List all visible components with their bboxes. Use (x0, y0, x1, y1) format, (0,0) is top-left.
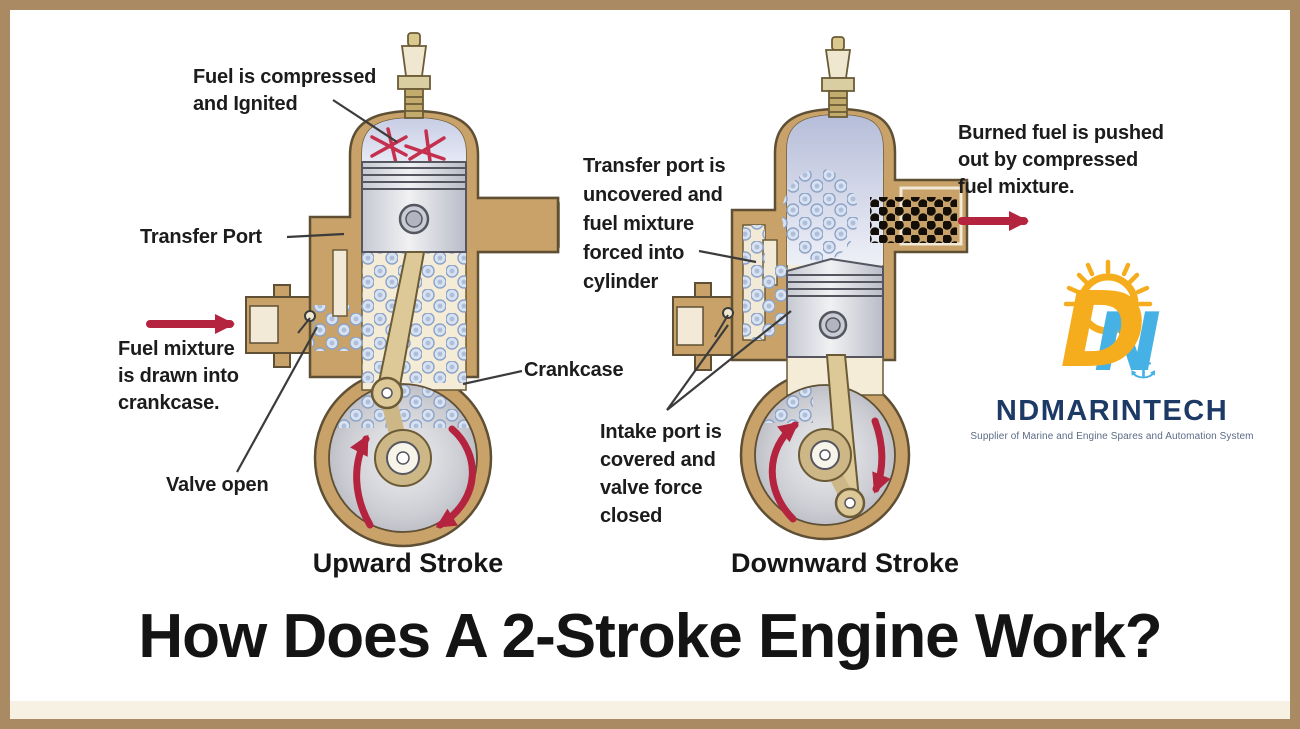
caption-downward-stroke: Downward Stroke (730, 548, 960, 578)
label-fuel-mixture: Fuel mixture is drawn into crankcase. (118, 338, 239, 414)
piston (786, 257, 884, 358)
bottom-strip (10, 701, 1290, 719)
ship-wheel-icon (1063, 259, 1153, 349)
label-transfer-port: Transfer Port (140, 226, 262, 248)
anchor-icon: ⚓ (1128, 347, 1158, 387)
rotation-arrows (350, 425, 476, 529)
logo-letter-n: N (1094, 296, 1161, 388)
exhaust-gas-stream (870, 186, 963, 246)
logo-letter-d: D (1060, 269, 1146, 388)
crankshaft-hub (374, 429, 432, 487)
transfer-port-slot (332, 249, 348, 317)
label-valve-open: Valve open (166, 474, 269, 496)
ndmarintech-logo-icon: N D ⚓ (1060, 259, 1161, 391)
spark-plug (821, 36, 855, 118)
label-fuel-compressed: Fuel is compressed and Ignited (193, 66, 377, 115)
logo-tagline: Supplier of Marine and Engine Spares and… (970, 431, 1254, 442)
crankshaft-hub (798, 428, 852, 482)
caption-upward-stroke: Upward Stroke (312, 548, 504, 578)
label-crankcase: Crankcase (524, 359, 624, 381)
page-title: How Does A 2-Stroke Engine Work? (138, 602, 1162, 671)
rotation-arrows (768, 417, 891, 523)
downward-stroke-engine-diagram (672, 36, 969, 541)
label-intake-covered: Intake port is covered and valve force c… (600, 421, 722, 527)
ndmarintech-logo: N D ⚓ NDMARINTECH Supplier of Marine and… (962, 258, 1262, 442)
fuel-bubbles-cylinder (782, 169, 858, 261)
label-burned-fuel: Burned fuel is pushed out by compressed … (958, 122, 1164, 198)
label-transfer-uncovered: Transfer port is uncovered and fuel mixt… (583, 155, 726, 293)
piston (361, 161, 467, 253)
intake-port (245, 284, 313, 368)
spark-plug (397, 32, 431, 119)
logo-wordmark: NDMARINTECH (995, 395, 1229, 427)
